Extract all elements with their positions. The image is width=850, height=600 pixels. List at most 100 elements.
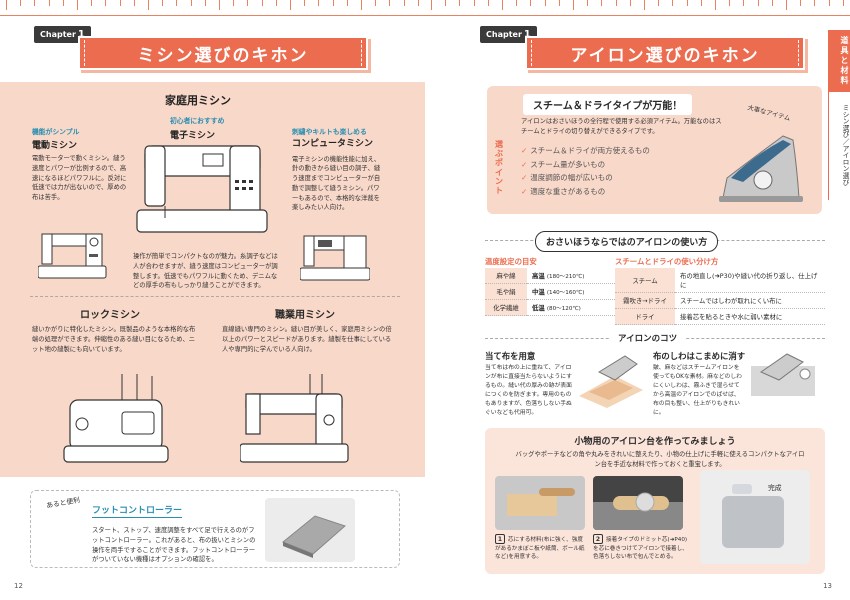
tips-title: アイロンのコツ	[610, 332, 686, 344]
side-tab[interactable]: 道具と材料	[828, 30, 850, 92]
ruler-tick	[729, 0, 731, 6]
steam-intro: アイロンはおさいほうの全行程で使用する必須アイテム。万能なのはスチームとドライの…	[521, 118, 722, 135]
ruler-tick	[20, 0, 22, 6]
iron-illustration	[719, 135, 803, 202]
ruler-tick	[530, 0, 532, 6]
ruler-tick	[318, 0, 320, 6]
electronic-body: 操作が簡単でコンパクトなのが魅力。糸調子などは人が合わせますが、縫う速度はコンピ…	[133, 253, 278, 290]
ruler-tick	[743, 0, 745, 6]
steam-point-label: 適度な重さがあるもの	[530, 186, 606, 196]
ruler-tick	[34, 0, 36, 6]
ruler-tick	[375, 0, 377, 6]
ruler-tick	[828, 0, 830, 6]
ruler-tick	[771, 0, 773, 6]
mode-desc: スチームではしわが取れにくい布に	[675, 292, 825, 309]
ruler-tick	[431, 0, 432, 10]
ruler-tick	[459, 0, 461, 6]
temp-fabric: 化学繊維	[485, 299, 527, 316]
computer-machine-illustration	[300, 235, 370, 281]
mode-desc: 布の地直し(➜P30)や縫い代の折り返し、仕上げに	[675, 268, 825, 293]
mode-name: 霧吹き→ドライ	[615, 292, 675, 309]
temp-table: 麻や綿高温 (180〜210℃)毛や絹中温 (140〜160℃)化学繊維低温 (…	[485, 268, 615, 316]
steam-point: ✓スチーム＆ドライが両方使えるもの	[521, 144, 650, 158]
ruler-tick	[77, 0, 78, 10]
step1-photo	[495, 476, 585, 530]
tip1-title: 当て布を用意	[485, 351, 536, 361]
electronic-machine-illustration	[136, 145, 268, 233]
pro-machine-illustration	[240, 374, 349, 463]
ruler-tick	[658, 0, 660, 6]
done-photo	[700, 470, 810, 564]
foot-controller-title: フットコントローラー	[92, 503, 183, 518]
page-number: 12	[14, 582, 23, 590]
temp-level: 中温	[532, 288, 545, 296]
ruler-tick	[473, 0, 475, 6]
board-title: 小物用のアイロン台を作ってみましょう	[574, 437, 736, 447]
ruler-tick	[615, 0, 617, 6]
computer-title: コンピュータミシン	[292, 139, 374, 149]
step2-body: 接着タイプのドミット芯(➜P40)を芯に巻きつけてアイロンで接着し、色落ちしない…	[593, 537, 688, 561]
ruler-tick	[204, 0, 206, 6]
ruler-tick	[757, 0, 759, 6]
ruler-tick	[814, 0, 816, 6]
steam-title: スチーム＆ドライタイプが万能！	[523, 94, 693, 115]
done-label: 完成	[768, 484, 782, 492]
ruler-tick	[403, 0, 405, 6]
electronic-tag: 初心者におすすめ	[170, 117, 225, 125]
ruler-tick	[715, 0, 716, 10]
temp-row: 毛や絹中温 (140〜160℃)	[485, 283, 615, 300]
section-divider	[30, 296, 400, 297]
ruler-tick	[62, 0, 64, 6]
ruler-top	[0, 0, 425, 16]
ruler-tick	[800, 0, 802, 6]
ruler-top	[425, 0, 850, 16]
electric-body: 電動モーターで動くミシン。縫う速度とパワーが比例するので、高速になるほどパワフル…	[32, 155, 127, 201]
step2-photo	[593, 476, 683, 530]
page-banner: ミシン選びのキホン	[78, 36, 368, 70]
ruler-tick	[389, 0, 391, 6]
ruler-tick	[346, 0, 348, 6]
check-icon: ✓	[521, 173, 528, 182]
ruler-tick	[601, 0, 603, 6]
lock-machine-illustration	[63, 374, 169, 463]
ruler-tick	[487, 0, 489, 6]
ruler-tick	[417, 0, 419, 6]
steam-point: ✓スチーム量が多いもの	[521, 158, 650, 172]
ruler-tick	[445, 0, 447, 6]
ruler-tick	[219, 0, 220, 10]
mode-row: 霧吹き→ドライスチームではしわが取れにくい布に	[615, 292, 825, 309]
check-icon: ✓	[521, 186, 528, 196]
ruler-tick	[148, 0, 149, 10]
ruler-tick	[91, 0, 93, 6]
temp-level: 低温	[532, 304, 545, 312]
page-number: 13	[823, 582, 832, 590]
ruler-tick	[644, 0, 645, 10]
check-icon: ✓	[521, 159, 528, 169]
lock-machine-title: ロックミシン	[80, 310, 140, 321]
temp-row: 麻や綿高温 (180〜210℃)	[485, 268, 615, 284]
usage-title: おさいほうならではのアイロンの使い方	[535, 231, 719, 252]
tip1-body: 当て布は布の上に重ねて、アイロンが布に直接当たらないようにするもの。縫い代の厚み…	[485, 365, 572, 416]
mode-row: ドライ接着芯を貼るときや水に弱い素材に	[615, 308, 825, 325]
ruler-tick	[587, 0, 589, 6]
mode-row: スチーム布の地直し(➜P30)や縫い代の折り返し、仕上げに	[615, 268, 825, 293]
ruler-tick	[700, 0, 702, 6]
ruler-tick	[672, 0, 674, 6]
electric-title: 電動ミシン	[32, 141, 78, 151]
temp-row: 化学繊維低温 (80〜120℃)	[485, 299, 615, 316]
steam-points: ✓スチーム＆ドライが両方使えるもの✓スチーム量が多いもの✓温度調節の幅が広いもの…	[521, 144, 650, 198]
mode-table: スチーム布の地直し(➜P30)や縫い代の折り返し、仕上げに霧吹き→ドライスチーム…	[615, 268, 825, 325]
tip2-illustration	[751, 353, 815, 396]
check-icon: ✓	[521, 146, 528, 155]
home-machine-title: 家庭用ミシン	[165, 94, 231, 107]
mode-name: スチーム	[615, 268, 675, 293]
tip2-body: 皺、麻などはスチームアイロンを使ってもOKな素材。麻などのしわにくいしわは、霧ふ…	[653, 365, 742, 416]
board-intro: バッグやポーチなどの角や丸みをきれいに整えたり、小物の仕上げに手軽に使えるコンパ…	[515, 451, 805, 468]
lock-machine-body: 縫いかがりに特化したミシン。既製品のような本格的な布端の処理ができます。伸縮性の…	[32, 326, 196, 353]
ruler-tick	[119, 0, 121, 6]
ruler-tick	[247, 0, 249, 6]
